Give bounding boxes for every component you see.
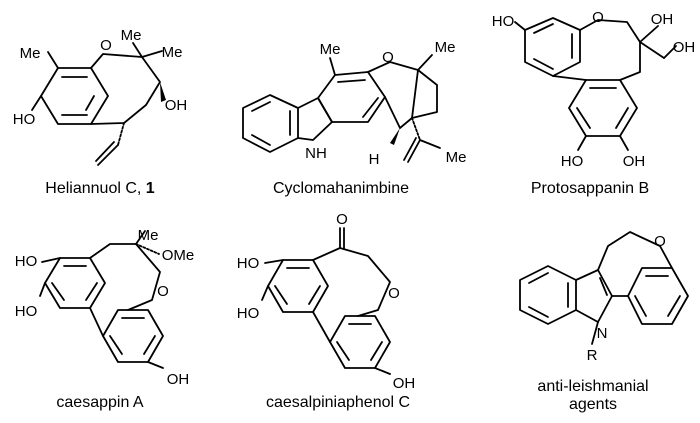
label-me: Me [20, 45, 41, 62]
label-me: Me [446, 149, 467, 166]
label-me: Me [121, 27, 142, 44]
label-hydroxyl: OH [673, 39, 696, 56]
label-hydroxyl: HO [492, 13, 515, 30]
label-carbonyl-oxygen: O [336, 211, 348, 228]
structure-anti-leishmanial: O N R [519, 231, 689, 364]
label-oxygen: O [592, 9, 604, 26]
label-hydroxyl: HO [13, 111, 36, 128]
label-oxygen: O [100, 37, 112, 54]
label-hydroxyl: HO [237, 255, 260, 272]
label-hydroxyl: OH [165, 97, 188, 114]
label-methoxy: OMe [162, 247, 195, 264]
caption-caesappin-a: caesappin A [56, 394, 144, 411]
caption-protosappanin-b: Protosappanin B [530, 180, 650, 197]
label-hydroxyl: HO [561, 153, 584, 170]
structure-heliannuol-c: Me O Me Me OH HO [13, 27, 188, 166]
label-hydroxyl: HO [15, 253, 38, 270]
label-me: Me [138, 227, 159, 244]
label-me: Me [162, 44, 183, 61]
label-oxygen: O [382, 49, 394, 66]
structure-caesalpiniaphenol-c: O HO O HO OH [237, 211, 416, 392]
caption-cyclomahanimbine: Cyclomahanimbine [272, 180, 410, 197]
label-me: Me [435, 39, 456, 56]
caption-caesalpiniaphenol-c: caesalpiniaphenol C [265, 394, 411, 411]
caption-heliannuol-c: Heliannuol C, 1 [45, 180, 155, 197]
label-hydroxyl: OH [623, 153, 646, 170]
structure-cyclomahanimbine: Me O Me NH H Me [242, 39, 467, 168]
label-oxygen: O [654, 233, 666, 250]
label-hydroxyl: HO [237, 305, 260, 322]
label-hydroxyl: OH [393, 375, 416, 392]
label-hydroxyl: OH [651, 11, 674, 28]
label-hydrogen: H [369, 151, 380, 168]
label-nh: NH [305, 145, 327, 162]
label-me: Me [320, 41, 341, 58]
structure-caesappin-a: Me OMe HO O HO OH [15, 227, 195, 388]
label-oxygen: O [388, 285, 400, 302]
label-r-group: R [587, 347, 598, 364]
structure-protosappanin-b: HO O OH OH HO OH [492, 9, 696, 170]
label-hydroxyl: HO [15, 303, 38, 320]
label-nitrogen: N [597, 325, 608, 342]
label-oxygen: O [157, 283, 169, 300]
caption-anti-leishmanial: anti-leishmanial agents [537, 378, 649, 413]
label-hydroxyl: OH [167, 371, 190, 388]
